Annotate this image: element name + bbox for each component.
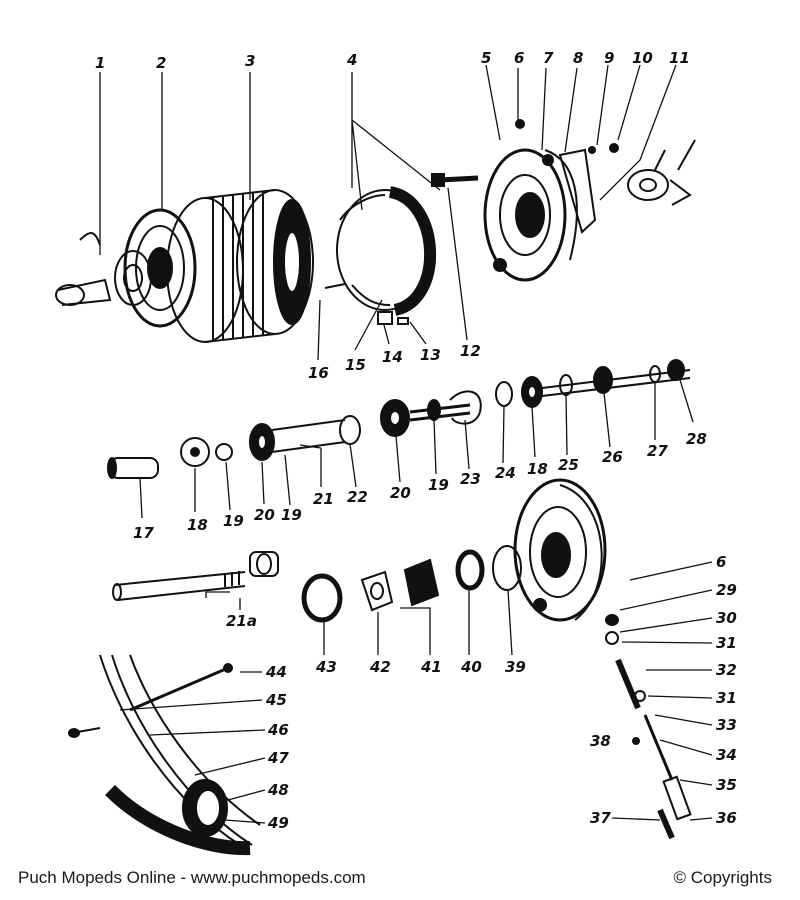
callout-26: 26: [602, 448, 623, 466]
callout-18-left: 18: [187, 516, 208, 534]
callout-1: 1: [95, 54, 105, 72]
copyright-notice: © Copyrights: [673, 868, 772, 887]
callout-5: 5: [481, 49, 491, 67]
ring-parts-39-43: [301, 545, 522, 623]
callout-20-left: 20: [254, 506, 275, 524]
speedo-drive-assembly: [513, 478, 692, 840]
axle-row-parts: [107, 359, 691, 479]
part-4-brake-shoes: [324, 186, 437, 325]
site-credit: Puch Mopeds Online - www.puchmopeds.com: [18, 868, 366, 887]
callout-42: 42: [369, 658, 391, 676]
callout-29: 29: [716, 581, 737, 599]
callout-36: 36: [716, 809, 737, 827]
callout-13: 13: [420, 346, 441, 364]
callout-6-right: 6: [716, 553, 726, 571]
callout-46: 46: [267, 721, 289, 739]
callout-33: 33: [716, 716, 737, 734]
exploded-hub-diagram: 1 2 3 4 5 6 7 8 9 10 11 12 13 14 15 16 1…: [55, 49, 737, 856]
callout-38: 38: [590, 732, 611, 750]
callout-35: 35: [716, 776, 737, 794]
callout-18-right: 18: [527, 460, 548, 478]
callout-37: 37: [590, 809, 611, 827]
callout-39: 39: [505, 658, 526, 676]
callout-40: 40: [460, 658, 482, 676]
callout-15: 15: [345, 356, 366, 374]
callout-30: 30: [716, 609, 737, 627]
callout-14: 14: [382, 348, 403, 366]
callout-9: 9: [604, 49, 614, 67]
callout-48: 48: [267, 781, 289, 799]
callout-25: 25: [558, 456, 579, 474]
part-2-dust-cover: [123, 208, 197, 328]
callout-10: 10: [632, 49, 653, 67]
brake-plate-assembly: [431, 119, 696, 282]
callout-24: 24: [495, 464, 516, 482]
callout-28: 28: [686, 430, 707, 448]
callout-34: 34: [716, 746, 737, 764]
callout-21a: 21a: [226, 612, 257, 630]
callout-31-lower: 31: [716, 689, 737, 707]
callout-labels: 1 2 3 4 5 6 7 8 9 10 11 12 13 14 15 16 1…: [95, 49, 737, 832]
callout-20-mid: 20: [390, 484, 411, 502]
callout-45: 45: [265, 691, 287, 709]
callout-31-upper: 31: [716, 634, 737, 652]
callout-19-mid: 19: [281, 506, 302, 524]
part-21a-spindle: [112, 551, 279, 601]
callout-47: 47: [267, 749, 289, 767]
callout-44: 44: [265, 663, 287, 681]
callout-27: 27: [647, 442, 668, 460]
callout-3: 3: [245, 52, 255, 70]
callout-17: 17: [133, 524, 154, 542]
callout-23: 23: [460, 470, 481, 488]
callout-19-right: 19: [428, 476, 449, 494]
part-3-hub-shell: [166, 189, 314, 343]
callout-2: 2: [156, 54, 166, 72]
callout-16: 16: [308, 364, 329, 382]
callout-49: 49: [267, 814, 289, 832]
callout-8: 8: [573, 49, 583, 67]
callout-7: 7: [543, 49, 554, 67]
callout-6-top: 6: [514, 49, 524, 67]
callout-43: 43: [315, 658, 337, 676]
callout-4: 4: [346, 51, 357, 69]
callout-19-left: 19: [223, 512, 244, 530]
callout-21: 21: [313, 490, 334, 508]
callout-11: 11: [669, 49, 690, 67]
callout-32: 32: [716, 661, 737, 679]
callout-12: 12: [460, 342, 481, 360]
leader-lines: [99, 64, 713, 824]
callout-41: 41: [420, 658, 442, 676]
callout-22: 22: [347, 488, 368, 506]
rim-tyre-group: [68, 654, 261, 856]
